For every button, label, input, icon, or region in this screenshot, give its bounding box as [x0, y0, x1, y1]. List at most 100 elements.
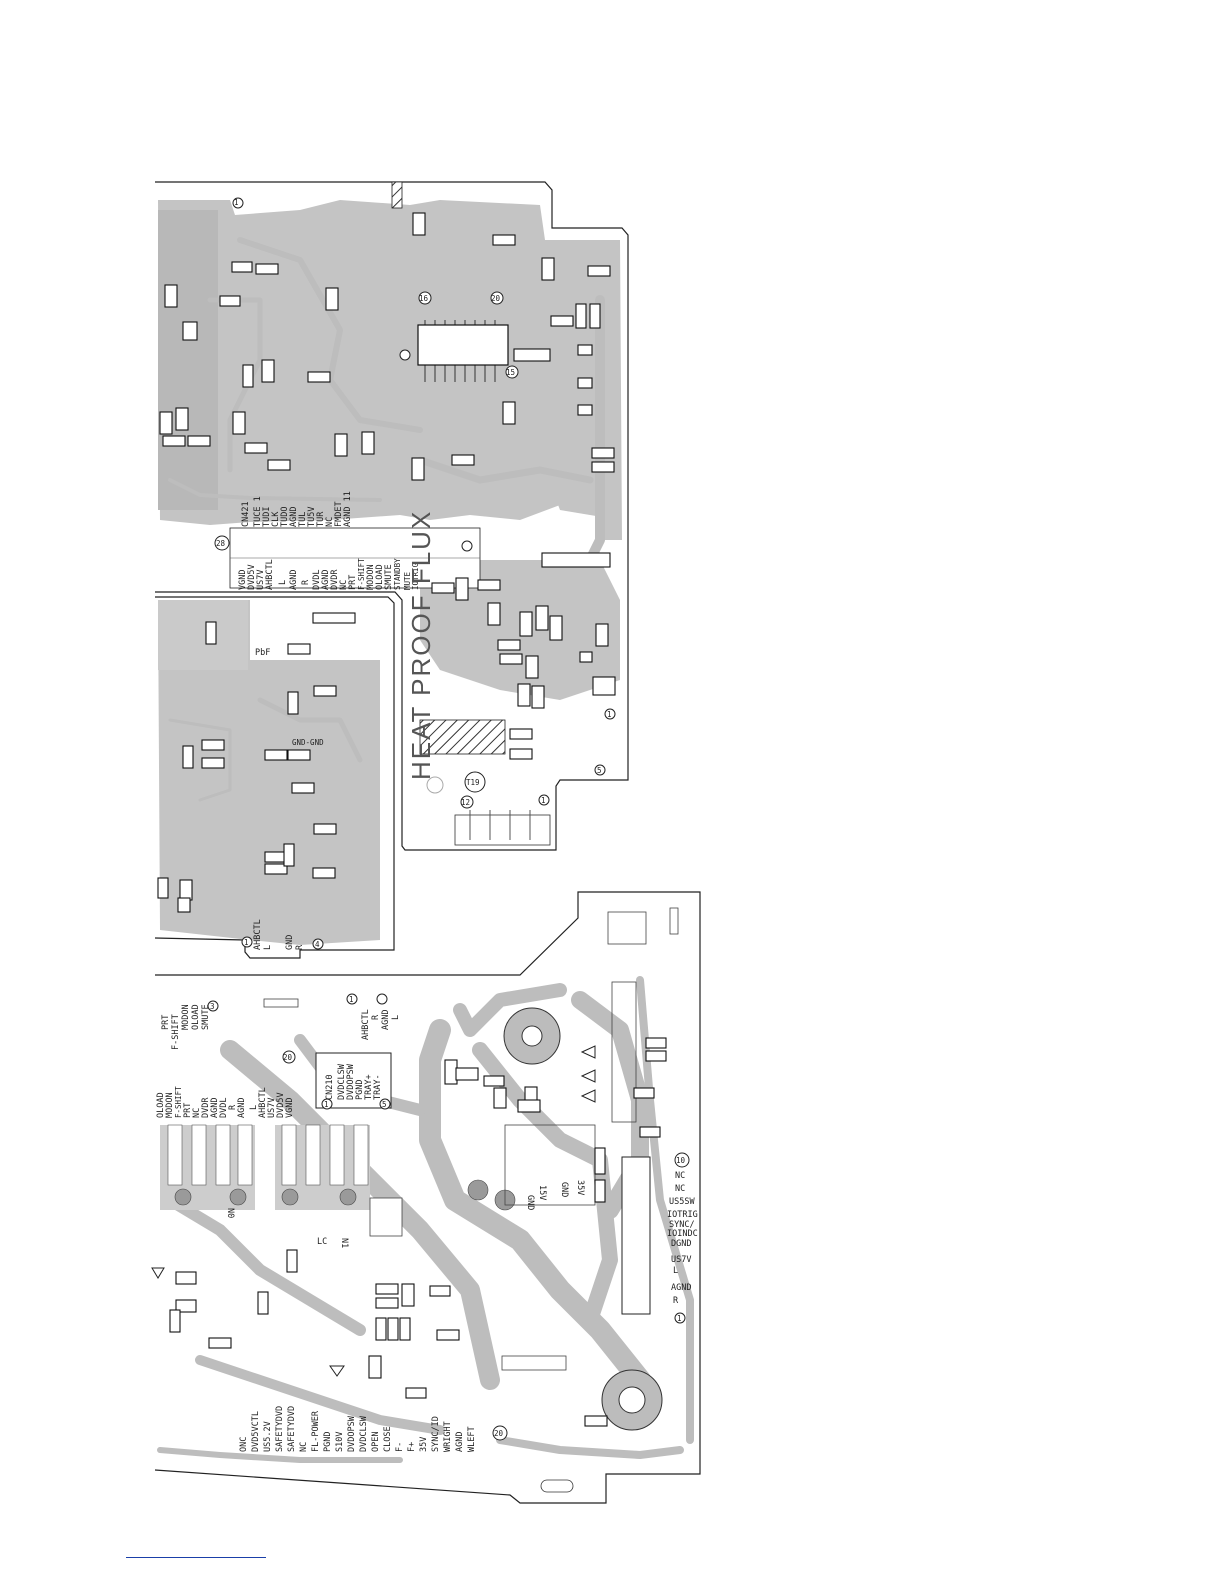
pin-label: L	[249, 1105, 259, 1110]
pin-label: DVDCLSW	[359, 1415, 369, 1452]
pin-label: CLOSE	[383, 1426, 393, 1452]
pin-label: 20	[283, 1053, 293, 1062]
connector-ahb-labels: AHBCTL R AGND L	[361, 1009, 401, 1040]
pin-label: CLK	[271, 511, 281, 527]
heat-proof-flux-area	[419, 719, 506, 755]
pin-label: DVDL	[219, 1098, 229, 1118]
pin-label: NC	[299, 1442, 309, 1452]
pin-label: AHBCTL	[265, 559, 275, 590]
pin-label: ONC	[239, 1437, 249, 1452]
pin-label: AGND	[455, 1432, 465, 1452]
pin-label: FMDET	[334, 501, 344, 527]
connector-cn421	[229, 527, 481, 589]
pin-label: AGND	[321, 570, 331, 590]
pin-label: MODON	[181, 1004, 191, 1030]
pin-label: FL-POWER	[311, 1410, 321, 1452]
pin-label: F-SHIFT	[171, 1014, 181, 1050]
ic-main-top	[417, 320, 509, 382]
connector-t19	[454, 814, 551, 846]
pin-label: MODON	[366, 564, 376, 590]
pin-label: F-	[395, 1442, 405, 1452]
pin-label: NC	[675, 1171, 685, 1181]
component-label: N0	[225, 1208, 235, 1218]
cn421-labels-a: CN421	[241, 501, 251, 527]
pbf-mark: PbF	[255, 648, 270, 658]
connector-main-labels: OLOAD MODON F-SHIFT PRT NC DVDR AGND DVD…	[156, 1086, 295, 1118]
pin-label: SAFETYDVD	[275, 1406, 285, 1452]
pin-label: VGND	[238, 570, 248, 590]
pin-label: DGND	[671, 1239, 691, 1249]
pin-label: SYNC/	[669, 1220, 695, 1230]
pin-label: DVDOPSW	[346, 1063, 356, 1100]
pin-label: WLEFT	[467, 1426, 477, 1452]
pin-label: IOINDC	[667, 1229, 698, 1239]
pin-label: 20	[491, 294, 501, 303]
pin-label: 1	[244, 938, 249, 947]
pin-label: 16	[419, 294, 429, 303]
pin-label: F-SHIFT	[357, 558, 366, 590]
pin-label: PRT	[183, 1103, 193, 1118]
pin-label: DVDR	[201, 1097, 211, 1118]
pin-label: F+	[407, 1442, 417, 1452]
pin-label: OPEN	[371, 1432, 381, 1452]
smd-components-top	[159, 212, 616, 760]
pin-label: PGND	[355, 1080, 365, 1100]
pin-label: IOTRIG	[667, 1210, 698, 1220]
pin-label: DVD5V	[247, 564, 257, 590]
pin-label: AGND	[237, 1098, 247, 1118]
connector-cn210-labels: CN210 DVDCLSW DVDOPSW PGND TRAY+ TRAY-	[325, 1063, 383, 1100]
pin-label: US5.2V	[263, 1421, 273, 1452]
pin-label: L	[391, 1015, 401, 1020]
pin-label: 5	[597, 766, 602, 775]
pin-label: AHBCTL	[361, 1009, 371, 1040]
power-label: GND	[525, 1195, 535, 1210]
pin-label: 3	[210, 1002, 215, 1011]
pin-label: TUDO	[280, 507, 290, 527]
pin-label: AHBCTL	[253, 919, 263, 950]
pin-label: TUCE 1	[253, 496, 263, 527]
pin-label: 1	[349, 995, 354, 1004]
pin-label: AGND	[289, 570, 299, 590]
pin-label: 28	[216, 539, 226, 548]
pin-label: SMUTE	[384, 564, 394, 590]
pin-label: SYNC/ID	[431, 1416, 441, 1452]
pin-label: 10	[676, 1156, 686, 1165]
smd-components-bottom	[169, 1037, 667, 1427]
pin-label: US7V	[671, 1255, 691, 1265]
pin-label: TUL	[298, 512, 308, 527]
pin-label: AGND	[289, 507, 299, 527]
hatch-mark	[391, 181, 403, 209]
pin-label: 4	[315, 940, 320, 949]
pin-label: OLOAD	[191, 1004, 201, 1030]
pin-label: MODON	[165, 1092, 175, 1118]
pin-label: R	[673, 1296, 679, 1306]
pin-label: NC	[192, 1108, 202, 1118]
diodes	[151, 1045, 596, 1377]
pin-label: TU5V	[307, 507, 317, 527]
pin-label: GND	[285, 935, 295, 950]
footer-rule	[126, 1557, 266, 1558]
pin-label: STANDBY	[393, 558, 402, 590]
pin-label: DVDOPSW	[347, 1415, 357, 1452]
heat-proof-flux-label: HEAT PROOF FLUX	[406, 510, 436, 780]
pin-label: US5SW	[669, 1197, 695, 1207]
pin-label: S10V	[335, 1432, 345, 1452]
top-board: 1 16 20 28 15 12 1 5 1 T19 CN421 TUCE 1 …	[155, 181, 629, 851]
pin-label: TUDI	[262, 507, 272, 527]
pin-label: L	[278, 580, 288, 585]
smd-components-mid	[157, 621, 337, 913]
connector-right-labels: NC NC US5SW IOTRIG SYNC/ IOINDC DGND US7…	[667, 1171, 698, 1306]
pin-label: IOTRIG	[411, 562, 420, 590]
power-label: 15V	[537, 1185, 547, 1200]
pin-label: L	[673, 1266, 678, 1276]
pin-label: 1	[234, 198, 239, 207]
component-label: N1	[339, 1238, 349, 1248]
pin-label: 1	[541, 796, 546, 805]
pin-label: US7V	[256, 570, 266, 590]
cn421-labels-c: VGND DVD5V US7V AHBCTL L AGND R DVDL AGN…	[238, 558, 420, 590]
pin-label: AHBCTL	[258, 1087, 268, 1118]
component-label: LC	[317, 1237, 327, 1247]
pin-label: 35V	[419, 1437, 429, 1452]
pin-label: PRT	[161, 1015, 171, 1030]
